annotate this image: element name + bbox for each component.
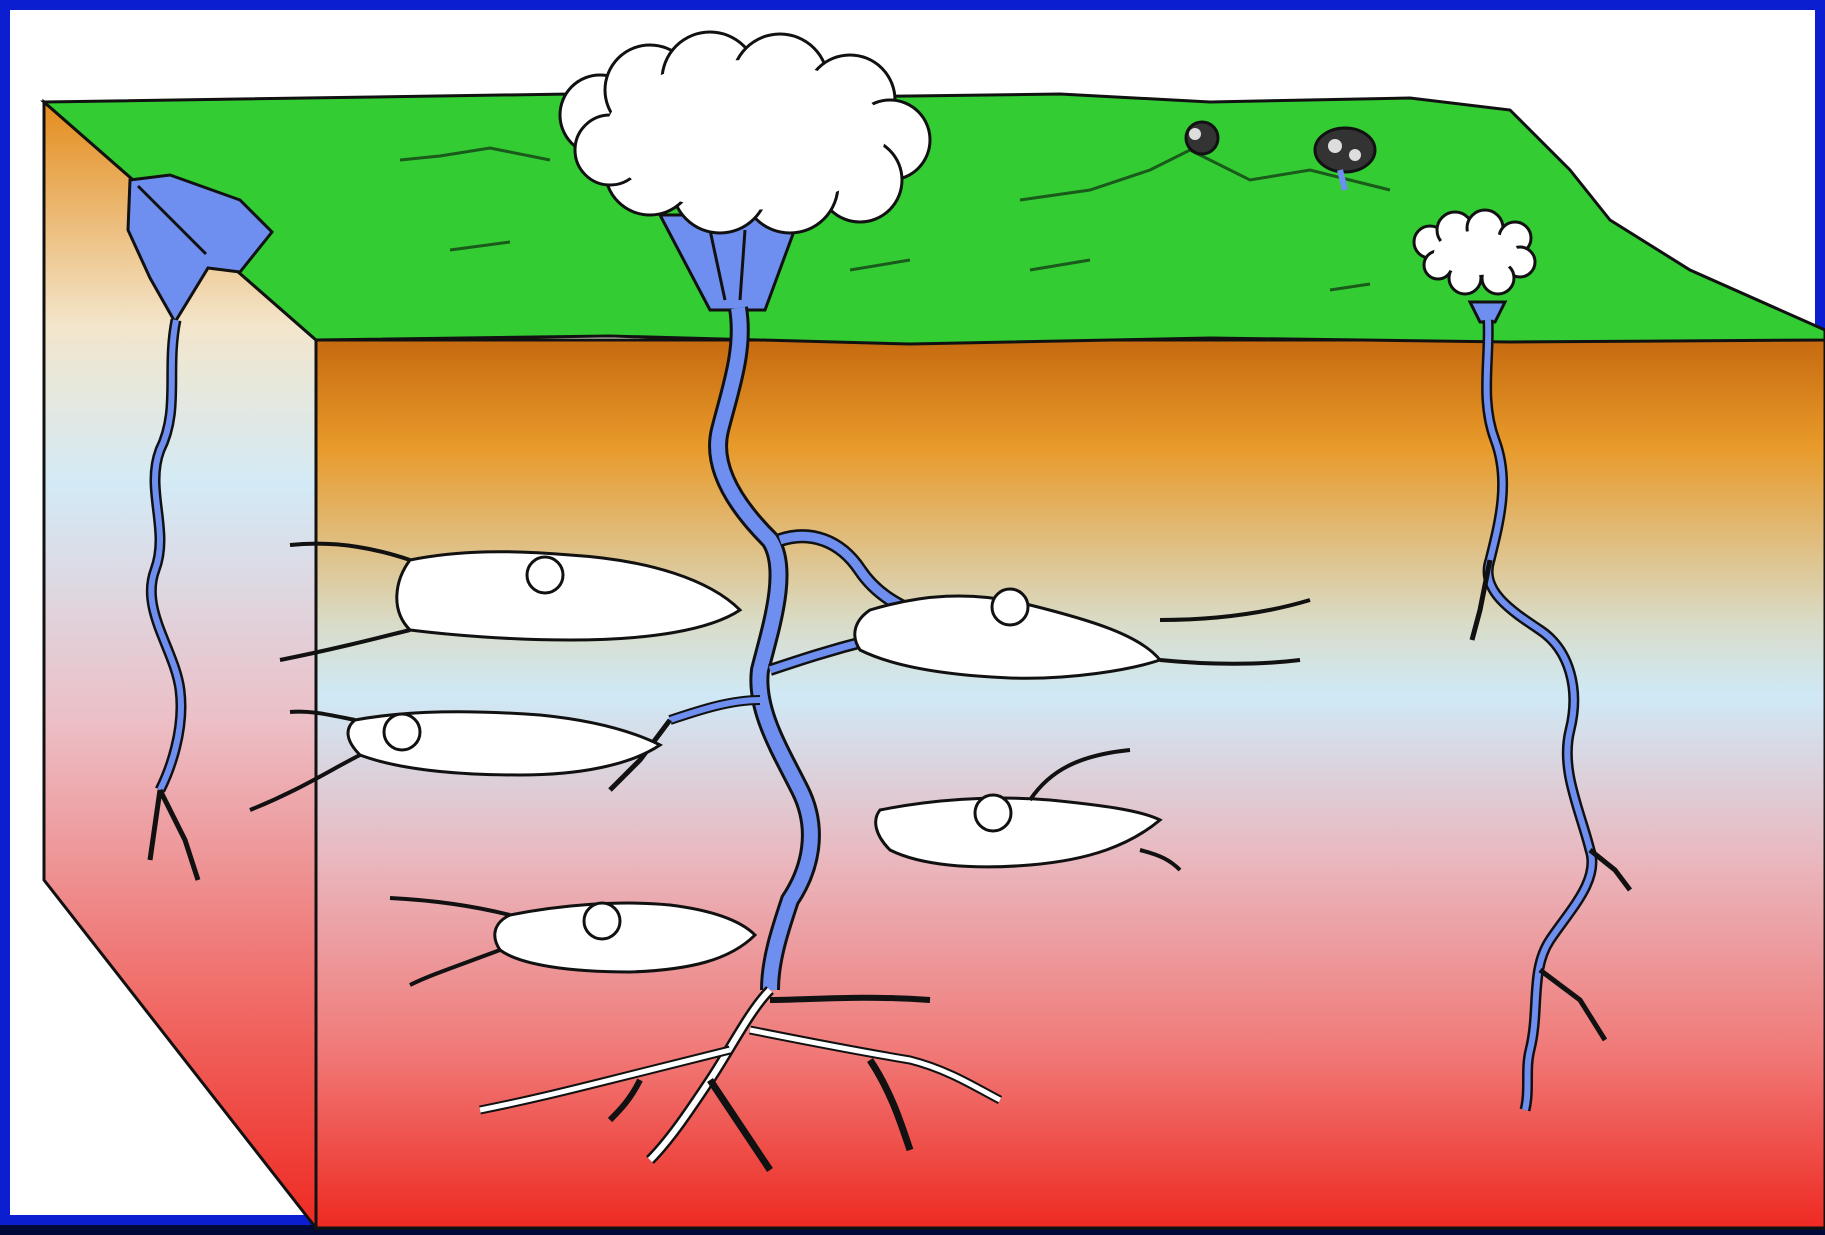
dark-spot-1 (1186, 122, 1218, 154)
soil-block-diagram (10, 10, 1825, 1235)
ground-surface (44, 90, 1825, 344)
